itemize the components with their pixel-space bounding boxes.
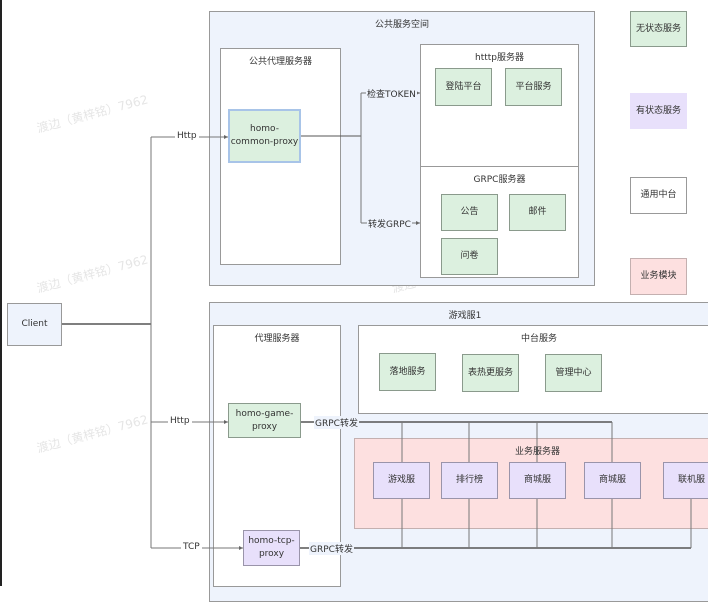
- edge-label-grpc-forward-game: GRPC转发: [314, 416, 359, 429]
- public-proxy-group-title: 公共代理服务器: [248, 57, 312, 67]
- game-proxy-group-title: 代理服务器: [254, 334, 300, 344]
- landing-service-node[interactable]: 落地服务: [379, 353, 436, 391]
- homo-tcp-proxy-node[interactable]: homo-tcp-proxy: [243, 530, 300, 566]
- homo-game-proxy-node[interactable]: homo-game-proxy: [228, 403, 301, 438]
- legend-business-module: 业务模块: [630, 258, 687, 295]
- platform-service-node[interactable]: 平台服务: [505, 68, 562, 106]
- questionnaire-node[interactable]: 问卷: [441, 238, 498, 275]
- http-server-group: htttp服务器: [420, 44, 579, 168]
- client-node[interactable]: Client: [7, 303, 62, 346]
- edges-game-proxy-to-business: [401, 422, 613, 462]
- shop-service-node-1[interactable]: 商城服: [509, 462, 566, 499]
- management-center-node[interactable]: 管理中心: [545, 354, 602, 392]
- middle-platform-group-title: 中台服务: [520, 334, 557, 344]
- connection-lines: [62, 91, 692, 550]
- grpc-server-group-title: GRPC服务器: [473, 175, 526, 185]
- window-edge: [0, 0, 2, 586]
- login-platform-node[interactable]: 登陆平台: [435, 68, 492, 106]
- homo-common-proxy-node[interactable]: homo-common-proxy: [228, 109, 301, 163]
- edge-label-grpc-forward-tcp: GRPC转发: [309, 542, 354, 555]
- public-service-space-title: 公共服务空间: [374, 20, 429, 30]
- multiplayer-service-node[interactable]: 联机服: [663, 462, 708, 499]
- edge-label-forward-grpc: 转发GRPC: [367, 217, 412, 230]
- http-server-group-title: htttp服务器: [474, 53, 524, 63]
- mail-node[interactable]: 邮件: [509, 194, 566, 231]
- announcement-node[interactable]: 公告: [441, 194, 498, 231]
- game-server-1-title: 游戏服1: [448, 311, 482, 321]
- shop-service-node-2[interactable]: 商城服: [584, 462, 641, 499]
- edge-label-http-game: Http: [168, 416, 192, 426]
- game-service-node[interactable]: 游戏服: [373, 462, 430, 499]
- legend-stateful: 有状态服务: [630, 93, 687, 129]
- table-hotupdate-node[interactable]: 表热更服务: [462, 354, 519, 392]
- edge-label-tcp: TCP: [181, 542, 202, 552]
- edges-tcp-proxy-to-business: [401, 499, 692, 548]
- leaderboard-node[interactable]: 排行榜: [441, 462, 498, 499]
- edge-label-check-token: 检查TOKEN: [366, 87, 417, 100]
- legend-stateless: 无状态服务: [630, 11, 687, 47]
- edge-label-http-top: Http: [175, 131, 199, 141]
- legend-common-platform: 通用中台: [630, 177, 687, 214]
